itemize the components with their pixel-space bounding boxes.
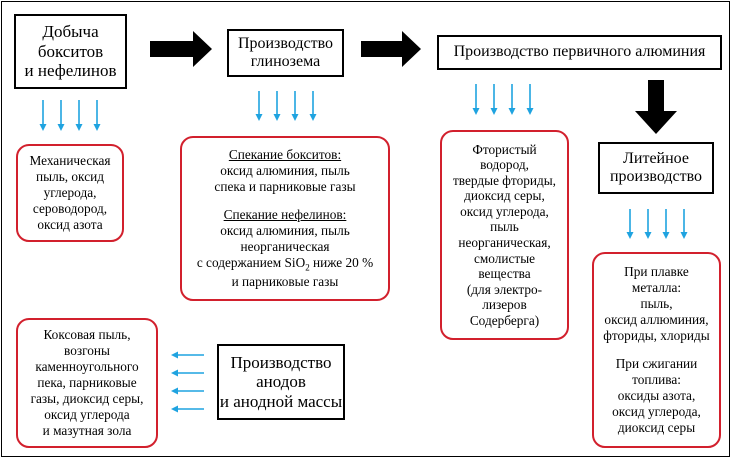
melting-line-4: оксид аллюминия, xyxy=(604,312,709,328)
mining-line-3: и нефелинов xyxy=(24,61,117,81)
nepheline-line-4: и парниковые газы xyxy=(231,273,339,289)
sio2-prefix: с содержанием SiO xyxy=(196,255,306,271)
primary-aluminium-emissions-box: Фтористый водород, твердые фториды, диок… xyxy=(440,130,569,340)
nepheline-line-2: неорганическая xyxy=(240,239,330,255)
anodes-emission-2: возгоны xyxy=(64,343,110,359)
anodes-emission-1: Коксовая пыль, xyxy=(43,327,131,343)
primary-aluminium-line-1: Производство первичного алюминия xyxy=(453,43,706,61)
emission-arrows-foundry xyxy=(626,209,688,239)
anodes-emission-7: и мазутная зола xyxy=(42,422,132,438)
fuel-line-1: При сжигании xyxy=(615,356,698,371)
fuel-line-5: диоксид серы xyxy=(617,419,696,435)
anodes-emission-3: каменноугольного xyxy=(35,359,139,375)
melting-line-1: При плавке xyxy=(624,264,689,280)
emission-arrows-primary xyxy=(472,84,534,115)
sio2-line: с содержанием SiO2 ниже 20 % xyxy=(197,255,373,273)
flow-arrow-alumina-to-primary xyxy=(361,31,421,67)
sio2-suffix: ниже 20 % xyxy=(309,255,374,271)
sio2-subscript: 2 xyxy=(305,262,310,273)
bauxite-heading: Спекание бокситов: xyxy=(228,147,342,163)
foundry-line-2: производство xyxy=(609,168,703,185)
mining-emission-4: сероводород, xyxy=(32,200,108,216)
melting-line-5: фториды, хлориды xyxy=(603,328,710,344)
anodes-emission-6: оксид углерода xyxy=(44,406,130,422)
primary-emission-12: Содерберга) xyxy=(469,312,540,328)
mining-line-2: бокситов xyxy=(37,41,104,61)
alumina-line-1: Производство xyxy=(237,34,334,52)
mining-emissions-box: Механическая пыль, оксид углерода, серов… xyxy=(16,144,124,242)
melting-line-3: пыль, xyxy=(640,296,673,312)
primary-aluminium-process-box: Производство первичного алюминия xyxy=(437,35,722,70)
mining-emission-3: углерода, xyxy=(43,185,97,201)
flow-arrow-primary-to-foundry xyxy=(635,80,677,134)
primary-emission-6: пыль xyxy=(490,219,519,235)
fuel-line-4: оксид углерода, xyxy=(612,403,701,419)
primary-emission-8: смолистые xyxy=(473,250,536,266)
primary-emission-7: неорганическая, xyxy=(458,235,551,250)
flow-arrow-mining-to-alumina xyxy=(150,31,212,67)
nepheline-line-1: оксид алюминия, пыль xyxy=(220,223,350,239)
emission-arrows-alumina xyxy=(255,91,317,121)
alumina-line-2: глинозема xyxy=(250,53,321,70)
mining-emission-5: оксид азота xyxy=(37,216,103,232)
bauxite-line-1: оксид алюминия, пыль xyxy=(220,163,350,179)
emission-arrows-anodes xyxy=(171,351,204,413)
emission-arrows xyxy=(39,84,688,413)
primary-emission-2: водород, xyxy=(480,157,529,173)
anodes-line-1: Производство xyxy=(230,352,332,372)
primary-emission-5: оксид углерода, xyxy=(460,203,549,219)
primary-emission-3: твердые фториды, xyxy=(453,172,556,188)
primary-emission-9: вещества xyxy=(478,266,531,282)
anodes-emission-5: газы, диоксид серы, xyxy=(30,390,144,406)
anodes-emissions-box: Коксовая пыль, возгоны каменноугольного … xyxy=(16,318,158,448)
alumina-process-box: Производство глинозема xyxy=(227,29,344,77)
foundry-emissions-box: При плавке металла: пыль, оксид аллюмини… xyxy=(592,252,721,448)
primary-emission-11: лизеров xyxy=(482,297,527,313)
alumina-emissions-box: Спекание бокситов: оксид алюминия, пыль … xyxy=(180,136,390,301)
bauxite-line-2: спека и парниковые газы xyxy=(214,179,356,195)
mining-emission-2: пыль, оксид xyxy=(36,169,104,185)
primary-emission-1: Фтористый xyxy=(472,141,537,157)
melting-line-2: металла: xyxy=(631,280,682,296)
fuel-line-2: топлива: xyxy=(632,371,681,387)
mining-line-1: Добыча xyxy=(42,22,99,42)
anodes-line-3: и анодной массы xyxy=(219,391,343,411)
foundry-line-1: Литейное xyxy=(623,149,689,167)
flow-arrows xyxy=(150,31,677,134)
primary-emission-10: (для электро- xyxy=(466,281,543,297)
mining-emission-1: Механическая xyxy=(29,153,111,169)
anodes-process-box: Производство анодов и анодной массы xyxy=(217,344,345,420)
mining-process-box: Добыча бокситов и нефелинов xyxy=(14,14,127,89)
foundry-process-box: Литейное производство xyxy=(598,142,714,194)
nepheline-heading: Спекание нефелинов: xyxy=(223,207,347,223)
anodes-line-2: анодов xyxy=(256,372,306,392)
fuel-line-3: оксиды азота, xyxy=(617,387,696,403)
emission-arrows-mining xyxy=(39,100,101,131)
anodes-emission-4: пека, парниковые xyxy=(37,375,137,391)
primary-emission-4: диоксид серы, xyxy=(464,188,545,204)
